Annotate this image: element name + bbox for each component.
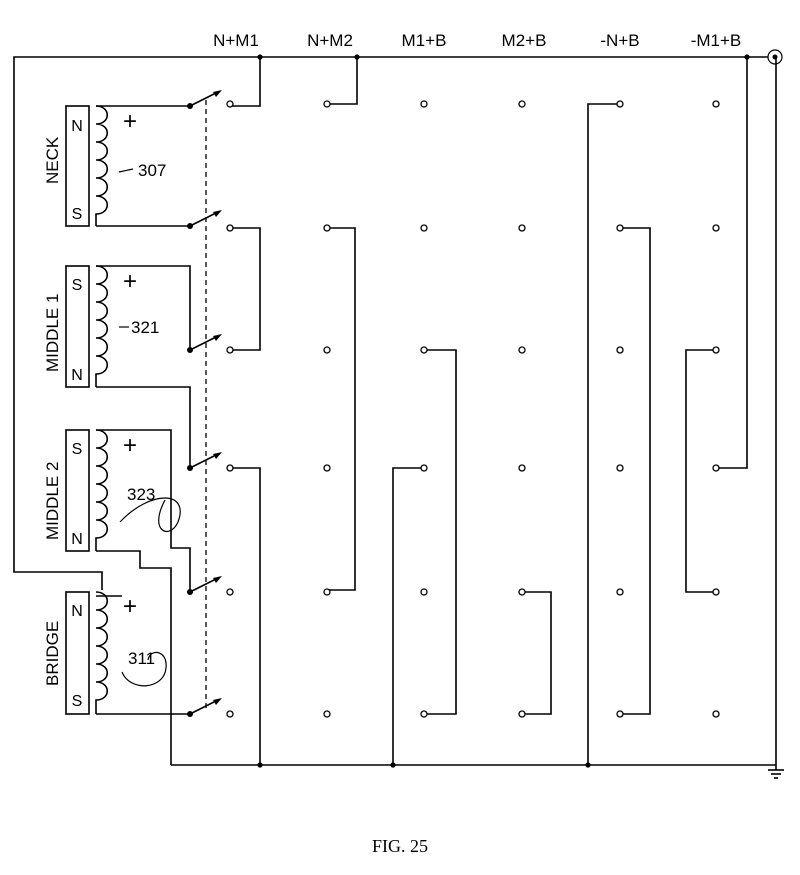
pickup-neck: N S + 307 NECK bbox=[43, 105, 166, 227]
column-wiring bbox=[327, 57, 748, 765]
switch-terminal bbox=[226, 346, 234, 354]
ref-number: 321 bbox=[131, 318, 159, 337]
column-label-n-m2: N+M2 bbox=[307, 31, 353, 50]
pole-label: S bbox=[72, 693, 83, 710]
switch-terminal bbox=[420, 710, 428, 718]
coil-icon bbox=[95, 265, 109, 387]
terminal-grid bbox=[226, 100, 720, 718]
switch-lever bbox=[189, 90, 222, 107]
ref-number: 307 bbox=[138, 161, 166, 180]
switch-terminal bbox=[712, 588, 720, 596]
column-labels: N+M1 N+M2 M1+B M2+B -N+B -M1+B bbox=[213, 31, 741, 50]
switch-terminal bbox=[226, 588, 234, 596]
switch-terminal bbox=[712, 224, 720, 232]
switch-terminal bbox=[420, 464, 428, 472]
switch-lever bbox=[189, 452, 222, 469]
pole-label: S bbox=[72, 206, 83, 223]
pole-label: N bbox=[71, 118, 83, 135]
switch-terminal bbox=[323, 588, 331, 596]
column-label-neg-n-b: -N+B bbox=[600, 31, 639, 50]
pole-label: N bbox=[71, 603, 83, 620]
switch-terminal bbox=[323, 464, 331, 472]
switch-terminal bbox=[420, 224, 428, 232]
pickup-label-middle-2: MIDDLE 2 bbox=[43, 462, 62, 540]
column-label-n-m1: N+M1 bbox=[213, 31, 259, 50]
polarity-plus: + bbox=[123, 268, 137, 295]
switch-contacts-wiring bbox=[230, 57, 261, 765]
coil-icon bbox=[95, 429, 109, 551]
switch-terminal bbox=[420, 100, 428, 108]
switch-terminal bbox=[323, 346, 331, 354]
ref-number: 311 bbox=[128, 649, 155, 668]
coil-icon bbox=[95, 105, 109, 226]
switch-terminal bbox=[323, 100, 331, 108]
switch-lever bbox=[189, 334, 222, 351]
ground-icon bbox=[768, 765, 784, 779]
switch-terminal bbox=[323, 224, 331, 232]
pole-label: S bbox=[72, 277, 83, 294]
polarity-plus: + bbox=[123, 593, 137, 620]
pickup-middle-1: S N + 321 MIDDLE 1 bbox=[43, 265, 159, 388]
switch-terminal bbox=[712, 100, 720, 108]
pole-label: N bbox=[71, 531, 83, 548]
coil-icon bbox=[95, 591, 109, 714]
switch-terminal bbox=[518, 710, 526, 718]
switch-terminal bbox=[420, 588, 428, 596]
switch-terminal bbox=[518, 346, 526, 354]
switch-terminal bbox=[616, 588, 624, 596]
switch-lever bbox=[189, 698, 222, 715]
polarity-plus: + bbox=[123, 432, 137, 459]
switch-terminal bbox=[226, 100, 234, 108]
column-label-m2-b: M2+B bbox=[502, 31, 547, 50]
pole-label: S bbox=[72, 441, 83, 458]
switch-terminal bbox=[616, 100, 624, 108]
switch-terminal bbox=[616, 346, 624, 354]
switch-terminal bbox=[616, 464, 624, 472]
switch-terminal bbox=[226, 224, 234, 232]
ref-number: 323 bbox=[127, 485, 155, 504]
switch-terminal bbox=[518, 464, 526, 472]
switch-terminal bbox=[616, 710, 624, 718]
switch-lever bbox=[189, 210, 222, 227]
switch-levers bbox=[189, 90, 222, 715]
figure-caption: FIG. 25 bbox=[372, 836, 428, 856]
pickup-label-bridge: BRIDGE bbox=[43, 621, 62, 686]
pickup-label-neck: NECK bbox=[43, 136, 62, 184]
pickup-bridge: N S + 311 BRIDGE bbox=[43, 591, 167, 715]
pickup-wiring bbox=[96, 105, 191, 765]
switch-terminal bbox=[712, 464, 720, 472]
switch-terminal bbox=[420, 346, 428, 354]
pickup-label-middle-1: MIDDLE 1 bbox=[43, 294, 62, 372]
polarity-plus: + bbox=[123, 108, 137, 135]
switch-terminal bbox=[323, 710, 331, 718]
switch-terminal bbox=[616, 224, 624, 232]
output-jack-icon bbox=[767, 49, 783, 65]
column-label-m1-b: M1+B bbox=[402, 31, 447, 50]
switch-terminal bbox=[518, 224, 526, 232]
switch-terminal bbox=[226, 710, 234, 718]
switch-terminal bbox=[712, 346, 720, 354]
switch-lever bbox=[189, 576, 222, 593]
switch-terminal bbox=[518, 100, 526, 108]
switch-terminal bbox=[518, 588, 526, 596]
switch-pivots bbox=[187, 103, 193, 717]
column-label-neg-m1-b: -M1+B bbox=[691, 31, 742, 50]
pickup-middle-2: S N + 323 MIDDLE 2 bbox=[43, 429, 181, 552]
switch-terminal bbox=[226, 464, 234, 472]
switch-terminal bbox=[712, 710, 720, 718]
pole-label: N bbox=[71, 367, 83, 384]
